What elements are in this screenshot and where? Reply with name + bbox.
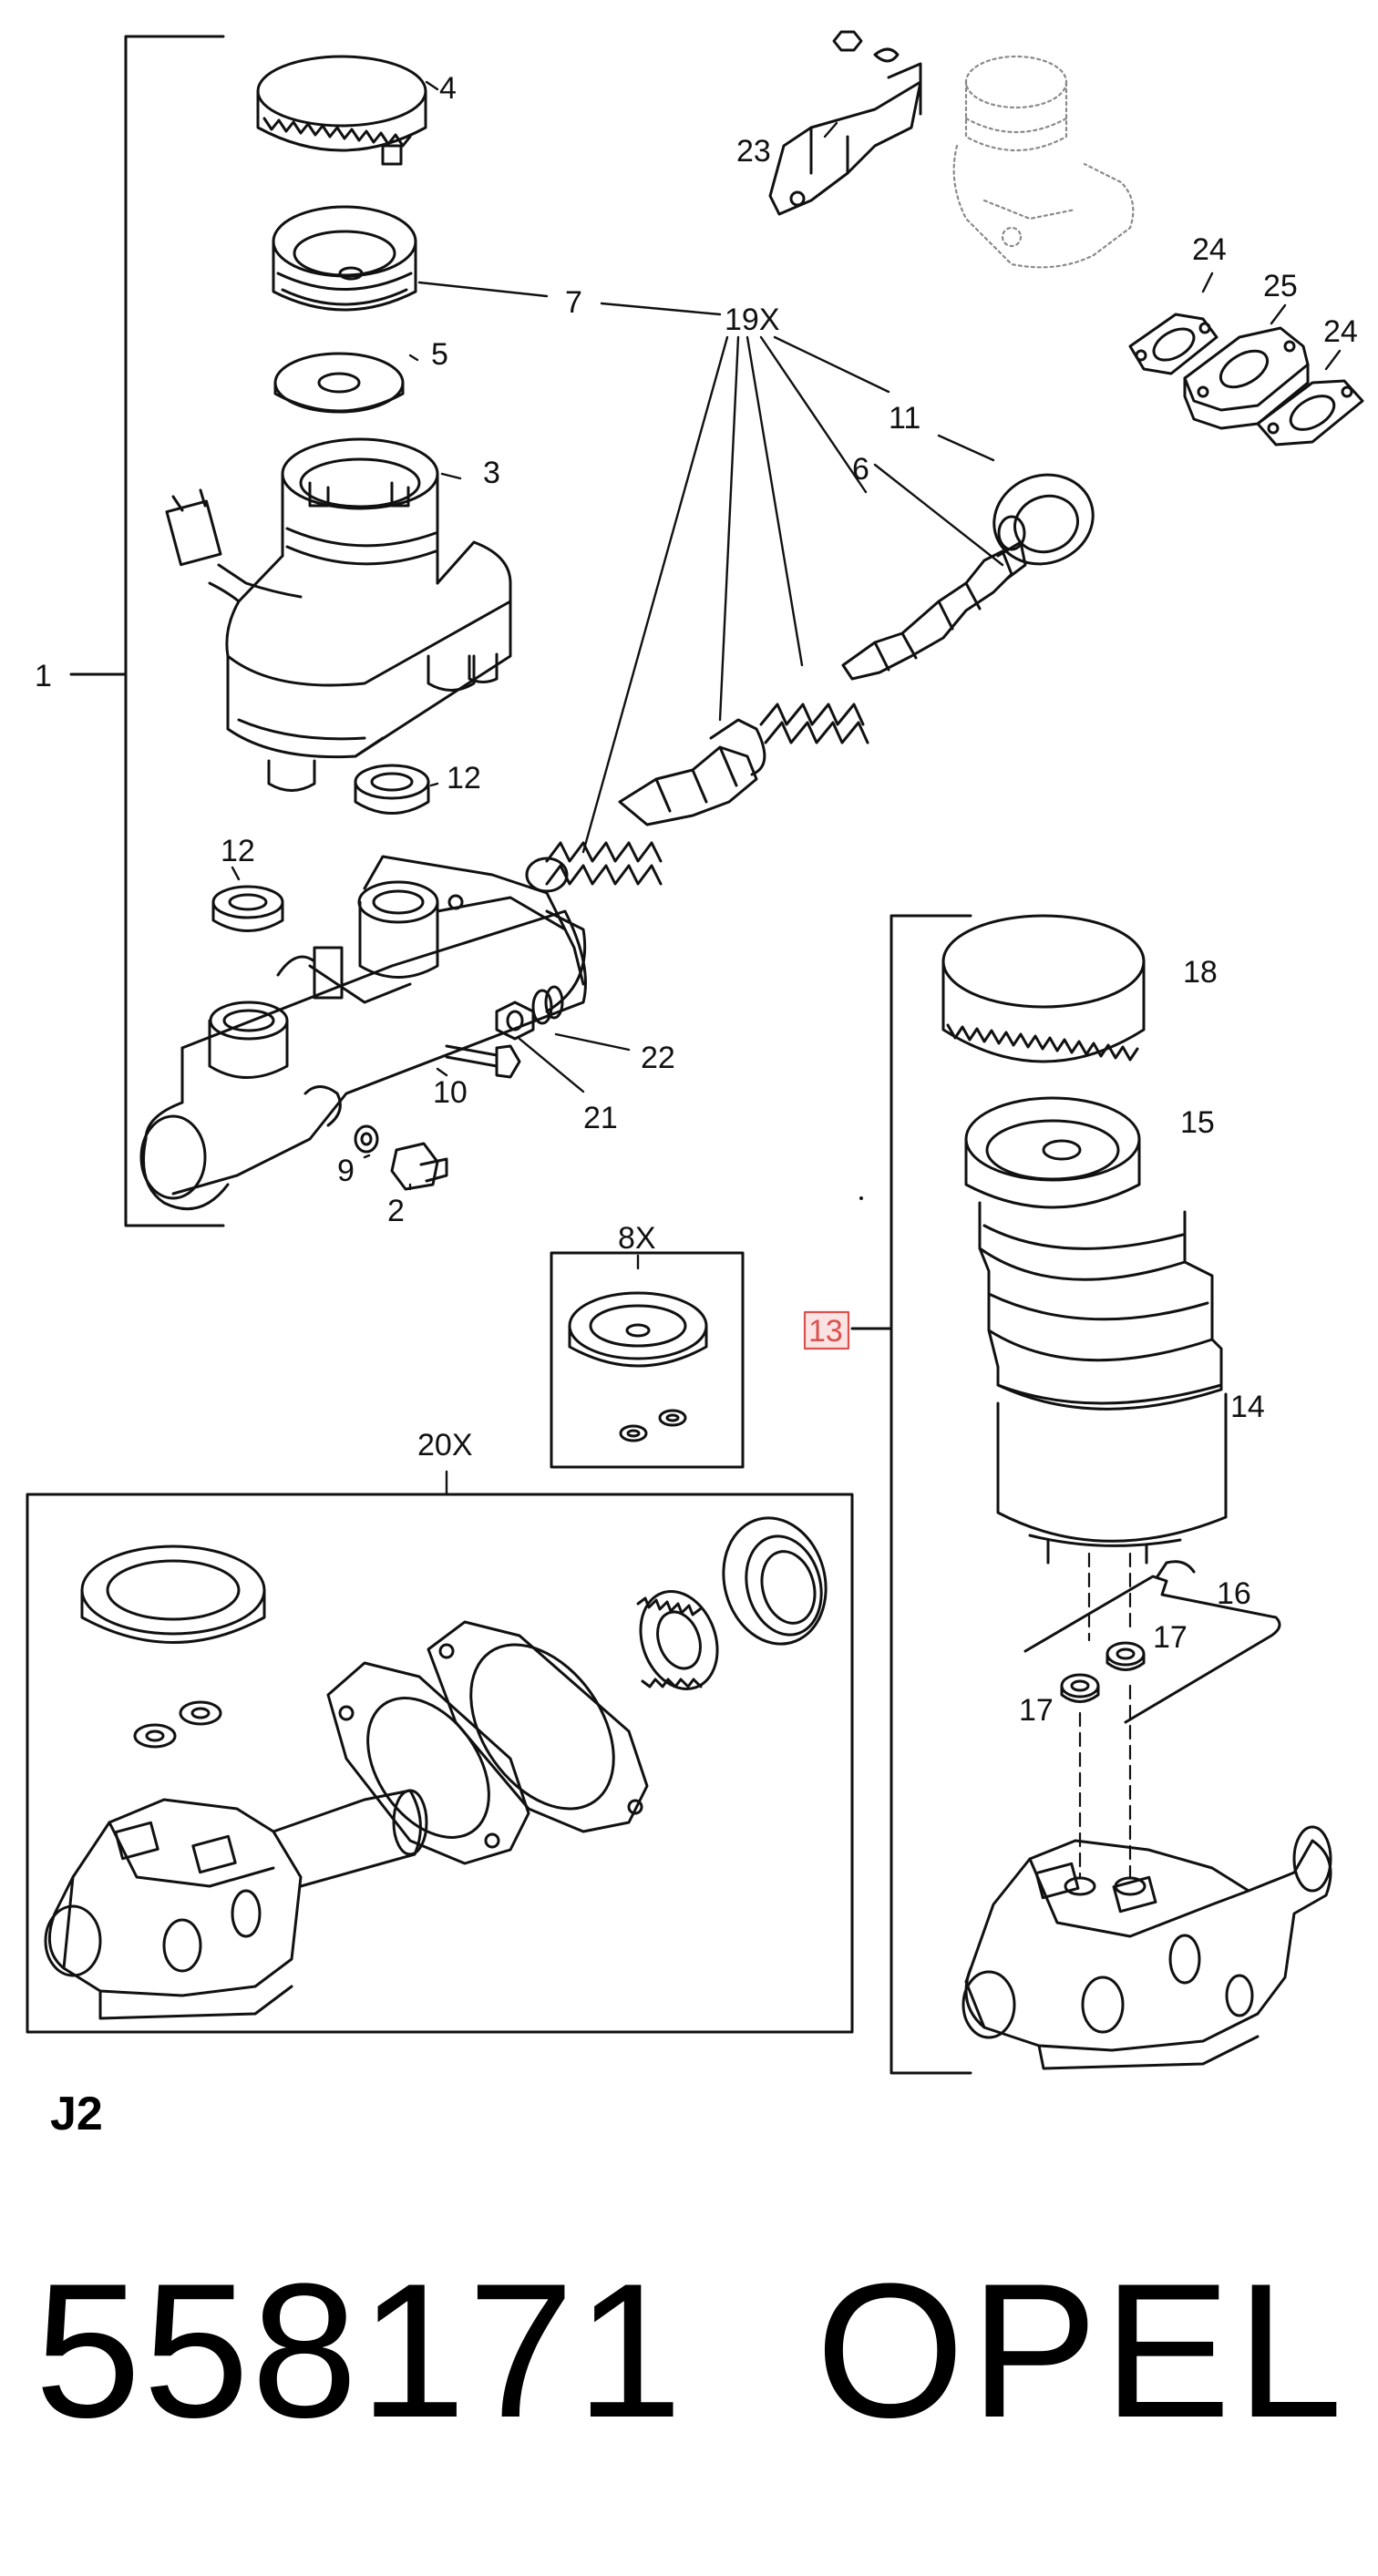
part-gasket-24b (1256, 379, 1364, 446)
callout-14: 14 (1230, 1390, 1265, 1424)
callout-25: 25 (1263, 269, 1298, 303)
part-spacer-25 (1183, 326, 1310, 430)
callout-24a: 24 (1192, 232, 1227, 267)
section-label: J2 (50, 2088, 103, 2140)
callout-11: 11 (889, 401, 920, 436)
part-grommet-12b (211, 885, 284, 932)
part-washer-5 (273, 352, 405, 414)
callout-5: 5 (431, 337, 448, 372)
part-seal-17b (1060, 1673, 1100, 1703)
part-bolt-10 (445, 1044, 521, 1079)
part-nut-21 (495, 1001, 535, 1041)
callout-22: 22 (641, 1041, 675, 1075)
part-strainer-7 (272, 205, 417, 312)
bracket-13 (890, 914, 972, 2075)
part-reservoir-14 (978, 1201, 1228, 1565)
part-seal-20x (80, 1545, 266, 1644)
callout-2: 2 (387, 1194, 405, 1228)
callout-7: 7 (565, 285, 582, 320)
part-seal-17a (1105, 1641, 1146, 1671)
callout-10: 10 (433, 1075, 468, 1110)
brand-name: OPEL (816, 2243, 1349, 2458)
part-grommet-12a (354, 764, 430, 815)
part-washer-22 (531, 985, 564, 1025)
part-cylinder-20x (44, 1789, 428, 2020)
callout-labels: 1 4 7 19X 5 11 3 6 12 12 22 10 21 9 2 23… (35, 71, 1358, 1728)
callout-8x: 8X (618, 1221, 656, 1256)
part-gasket-20x-a (326, 1661, 530, 1865)
callout-18: 18 (1183, 955, 1218, 990)
callout-16: 16 (1217, 1576, 1251, 1611)
callout-4: 4 (439, 71, 457, 106)
part-ring-20x (636, 1590, 719, 1690)
part-pin-16 (1023, 1560, 1281, 1724)
callout-24b: 24 (1323, 314, 1358, 349)
part-spring-rear (759, 703, 869, 744)
part-master-cylinder (139, 855, 587, 1211)
part-cap-4 (256, 55, 427, 166)
part-washer-9 (354, 1124, 379, 1154)
callout-3: 3 (483, 456, 500, 490)
part-reservoir-3 (165, 437, 512, 792)
bracket-1 (124, 35, 225, 1227)
part-gasket-20x-b (427, 1620, 649, 1833)
callout-6: 6 (852, 452, 869, 487)
kit-box-20x (26, 1493, 854, 2034)
part-seal-11 (992, 473, 1095, 566)
callout-13-highlight (803, 1310, 850, 1350)
callout-17b: 17 (1019, 1693, 1054, 1728)
part-number: 558171 (35, 2243, 684, 2458)
assembly-guides (1078, 1552, 1132, 1879)
callout-19x: 19X (725, 303, 780, 337)
part-cylinder-13 (962, 1825, 1332, 2070)
kit-box-8x (550, 1251, 745, 1469)
part-seal-cup (709, 718, 766, 776)
callout-12a: 12 (447, 761, 481, 795)
callout-21: 21 (583, 1101, 618, 1135)
callout-9: 9 (337, 1154, 355, 1188)
part-bracket-23 (768, 30, 922, 216)
callout-1: 1 (35, 659, 52, 693)
part-piston-secondary (618, 745, 758, 826)
part-screw-2 (390, 1142, 448, 1191)
part-strainer-15 (964, 1096, 1141, 1209)
callout-13: 13 (808, 1314, 843, 1349)
part-spring-front (545, 841, 663, 886)
callout-12b: 12 (221, 834, 255, 868)
callout-23: 23 (736, 134, 771, 169)
ghost-brake-booster (952, 55, 1135, 269)
part-cap-18 (941, 914, 1146, 1063)
callout-15: 15 (1180, 1105, 1215, 1140)
part-washers-20x (133, 1700, 222, 1749)
part-gasket-24a (1128, 313, 1219, 375)
leader-lines (231, 80, 1342, 1496)
callout-20x: 20X (417, 1428, 473, 1462)
callout-17a: 17 (1153, 1620, 1188, 1655)
part-seal-8x (568, 1291, 708, 1442)
part-seal-20x-large (722, 1516, 828, 1646)
